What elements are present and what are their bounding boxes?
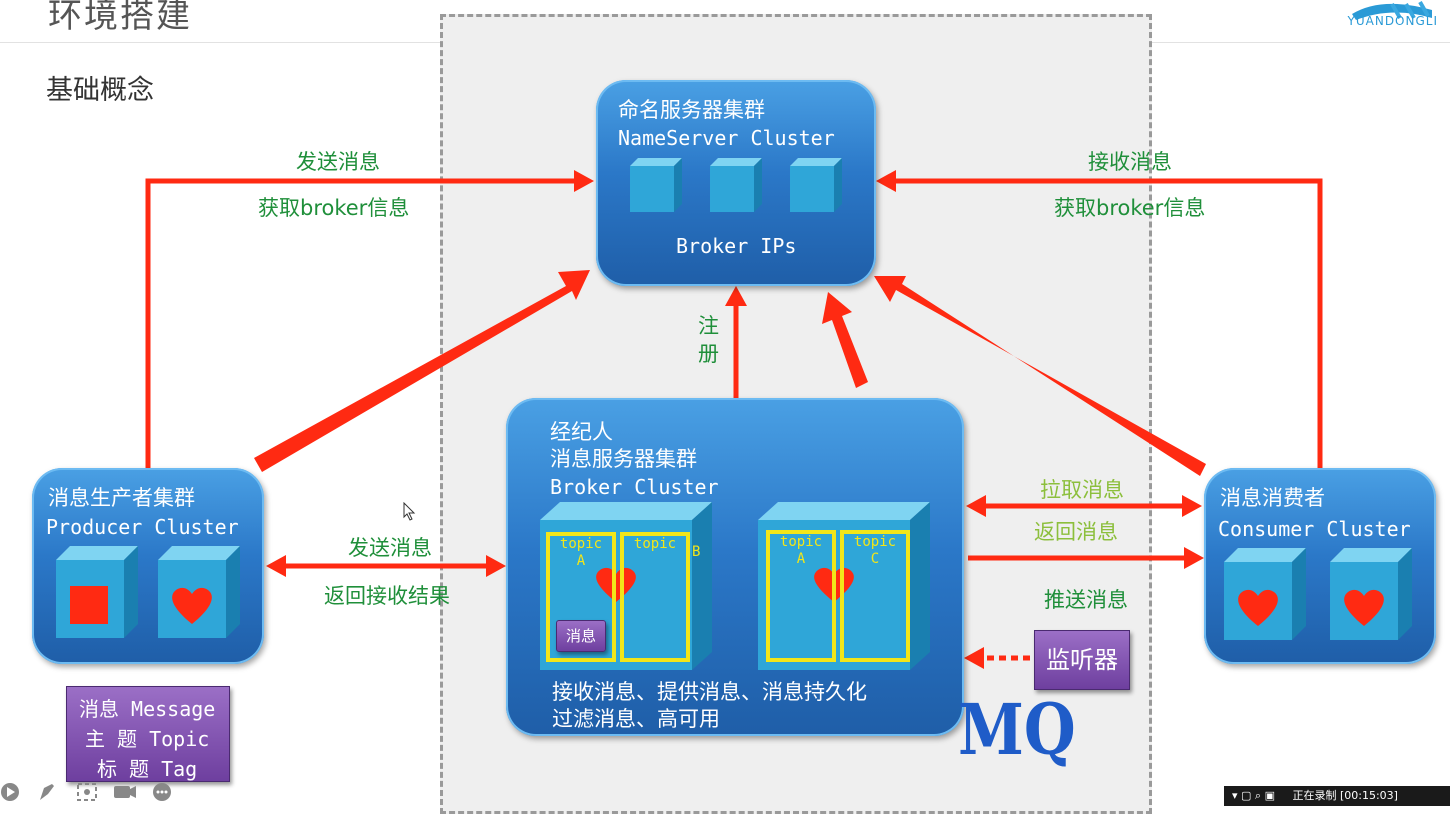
- recording-bar[interactable]: ▾ ▢ ⌕ ▣ 正在录制 [00:15:03]: [1224, 786, 1450, 806]
- arrowhead: [876, 170, 896, 192]
- arrowhead: [1182, 495, 1202, 517]
- arrowhead: [1184, 547, 1204, 569]
- cube-icon: [790, 158, 842, 212]
- mq-label: MQ: [958, 688, 1076, 771]
- cube-icon: [1224, 548, 1306, 640]
- logo: [1332, 0, 1442, 34]
- producer-title: 消息生产者集群: [48, 486, 195, 510]
- producer-cubes: [56, 546, 240, 638]
- legend-box: 消息 Message 主 题 Topic 标 题 Tag: [66, 686, 230, 782]
- broker-title-2: 消息服务器集群: [550, 447, 697, 471]
- topic-name: topic: [779, 534, 823, 550]
- logo-text: YUANDONGLI: [1347, 14, 1438, 28]
- label-send-left: 发送消息: [296, 150, 380, 174]
- pen-icon[interactable]: [40, 784, 54, 800]
- consumer-subtitle: Consumer Cluster: [1218, 517, 1411, 541]
- message-tag: 消息: [556, 620, 606, 652]
- more-icon[interactable]: [153, 783, 171, 801]
- topic-box: topic A: [546, 532, 616, 662]
- topic-name: topic: [633, 536, 677, 552]
- arrowhead: [964, 647, 984, 669]
- arrowhead: [966, 495, 986, 517]
- nameserver-subtitle: NameServer Cluster: [618, 126, 835, 150]
- label-push: 推送消息: [1044, 588, 1128, 612]
- broker-functions-1: 接收消息、提供消息、消息持久化: [552, 680, 867, 704]
- play-icon[interactable]: [1, 783, 19, 801]
- legend-tag: 标 题 Tag: [97, 757, 198, 781]
- producer-subtitle: Producer Cluster: [46, 515, 239, 539]
- producer-cluster-box: 消息生产者集群 Producer Cluster: [32, 468, 264, 664]
- broker-functions-2: 过滤消息、高可用: [552, 707, 720, 731]
- consumer-title: 消息消费者: [1220, 486, 1325, 510]
- label-return-result: 返回接收结果: [324, 584, 450, 608]
- cube-icon: [710, 158, 762, 212]
- topic-id: A: [796, 551, 806, 567]
- arrow-consumer-nameserver: [892, 178, 1323, 470]
- topic-id: C: [870, 551, 880, 567]
- broker-title-1: 经纪人: [550, 420, 613, 444]
- topic-box: topic C: [840, 530, 910, 662]
- label-recv-right: 接收消息: [1088, 150, 1172, 174]
- toolbar-icons: ▾ ▢ ⌕ ▣: [1232, 789, 1275, 802]
- logo-icon: [1352, 1, 1432, 20]
- big-arrow-broker: [822, 292, 868, 388]
- topic-id: B: [692, 544, 701, 560]
- heart-icon: [172, 587, 212, 624]
- player-toolbar: [1, 783, 171, 801]
- label-get-broker-left: 获取broker信息: [258, 196, 410, 220]
- topic-id: A: [576, 553, 586, 569]
- label-return-msg: 返回消息: [1034, 520, 1118, 544]
- camera-icon[interactable]: [114, 786, 136, 798]
- page-title: 环境搭建: [48, 0, 192, 36]
- recording-status: 正在录制 [00:15:03]: [1292, 789, 1398, 802]
- cube-icon: [630, 158, 682, 212]
- arrow-producer-nameserver: [145, 178, 580, 470]
- legend-message: 消息 Message: [79, 697, 216, 721]
- square-icon: [70, 586, 108, 624]
- topic-name: topic: [853, 534, 897, 550]
- label-send-producer: 发送消息: [348, 536, 432, 560]
- label-pull: 拉取消息: [1040, 478, 1124, 502]
- topic-name: topic: [559, 536, 603, 552]
- heart-icon: [1344, 589, 1384, 626]
- nameserver-title: 命名服务器集群: [618, 98, 765, 122]
- heart-icon: [1238, 589, 1278, 626]
- nameserver-cluster-box: 命名服务器集群 NameServer Cluster Broker IPs: [596, 80, 876, 286]
- consumer-cubes: [1224, 548, 1412, 640]
- page-subtitle: 基础概念: [46, 75, 154, 106]
- topic-box: topic A: [766, 530, 836, 662]
- arrowhead: [574, 170, 594, 192]
- arrowhead: [266, 555, 286, 577]
- mouse-cursor-icon: [403, 502, 416, 521]
- arrowhead: [725, 286, 747, 306]
- label-get-broker-right: 获取broker信息: [1054, 196, 1206, 220]
- cube-icon: [56, 546, 138, 638]
- label-register-1: 注: [698, 314, 719, 338]
- broker-ips-label: Broker IPs: [676, 234, 797, 258]
- legend-topic: 主 题 Topic: [85, 727, 210, 751]
- screenshot-icon[interactable]: [77, 783, 97, 801]
- consumer-cluster-box: 消息消费者 Consumer Cluster: [1204, 468, 1436, 664]
- listener-box: 监听器: [1034, 630, 1130, 690]
- topic-box: topic: [620, 532, 690, 662]
- broker-title-3: Broker Cluster: [550, 475, 719, 499]
- cube-icon: [158, 546, 240, 638]
- nameserver-cubes: [630, 158, 842, 212]
- heart-icon: [596, 567, 636, 602]
- cube-icon: [1330, 548, 1412, 640]
- big-arrow-consumer: [874, 276, 1206, 476]
- broker-cluster-box: 经纪人 消息服务器集群 Broker Cluster topic A topic…: [506, 398, 964, 736]
- arrowhead: [486, 555, 506, 577]
- label-register-2: 册: [698, 342, 719, 366]
- big-arrow-producer: [254, 270, 590, 472]
